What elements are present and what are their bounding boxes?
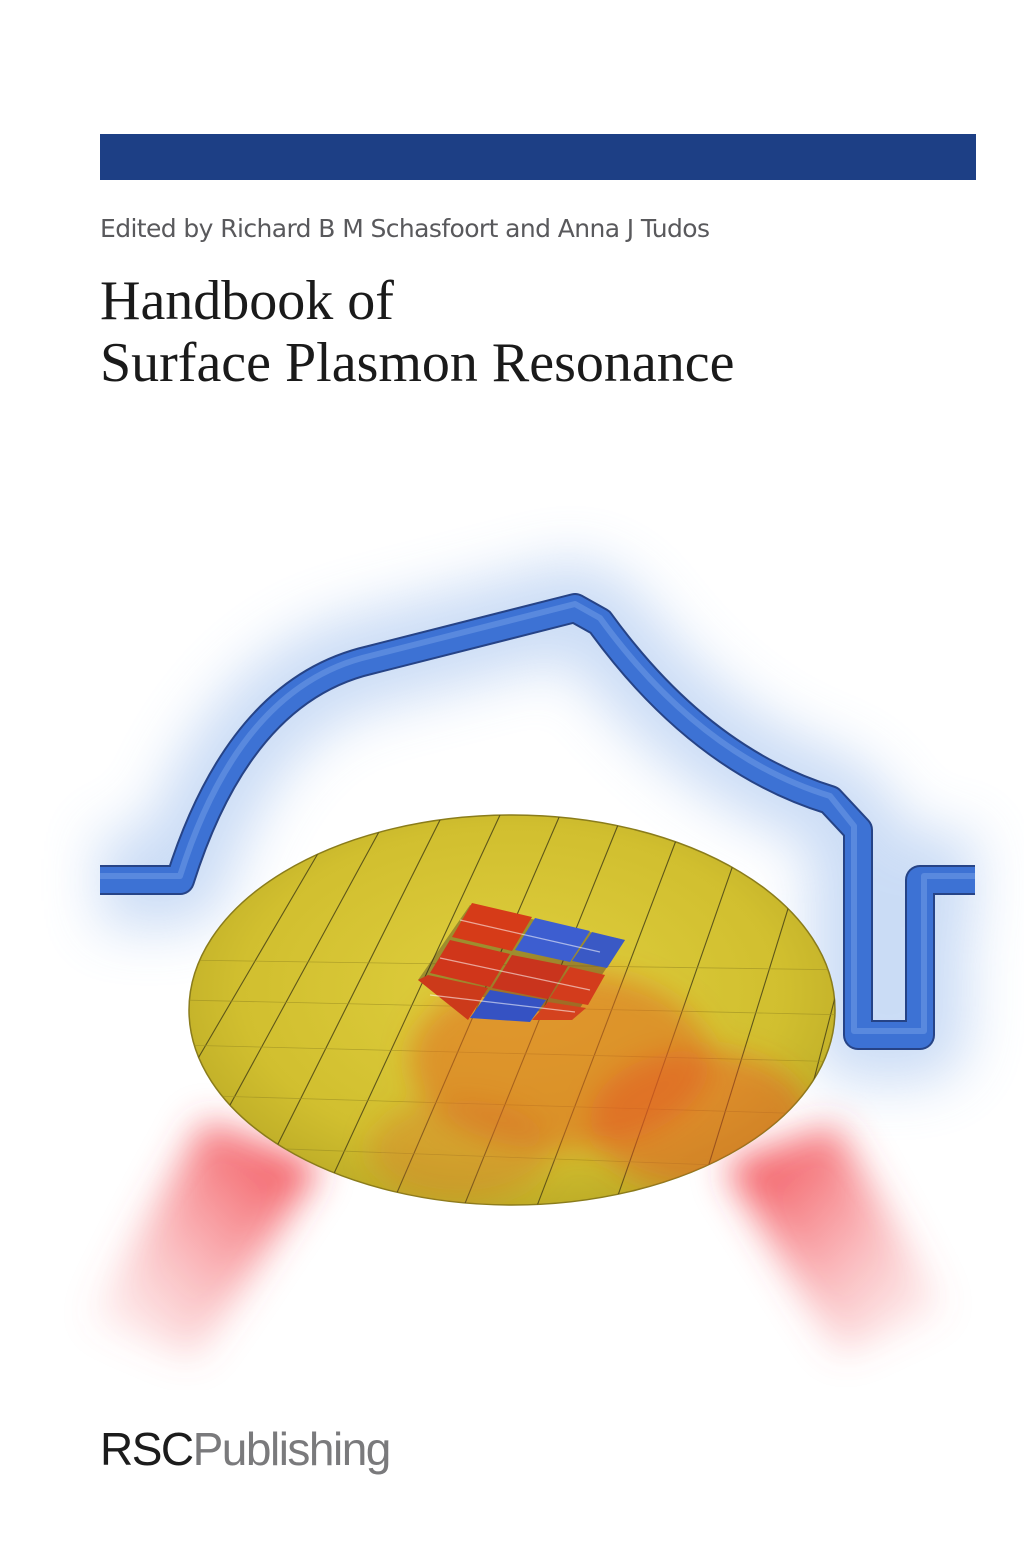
publisher-logo: RSCPublishing [100, 1422, 392, 1476]
spr-sensor-illustration [90, 560, 975, 1360]
title-line-2: Surface Plasmon Resonance [100, 332, 735, 394]
header-bar [100, 134, 976, 180]
publisher-brand: RSC [100, 1423, 194, 1475]
sensor-spot-array [418, 903, 625, 1022]
book-title: Handbook of Surface Plasmon Resonance [100, 270, 734, 394]
editors-line: Edited by Richard B M Schasfoort and Ann… [100, 214, 710, 243]
laser-beam-left [90, 1120, 320, 1360]
laser-beam-right [725, 1125, 945, 1355]
title-line-1: Handbook of [100, 270, 394, 332]
publisher-imprint: Publishing [192, 1423, 392, 1475]
flow-channel [100, 593, 975, 1050]
